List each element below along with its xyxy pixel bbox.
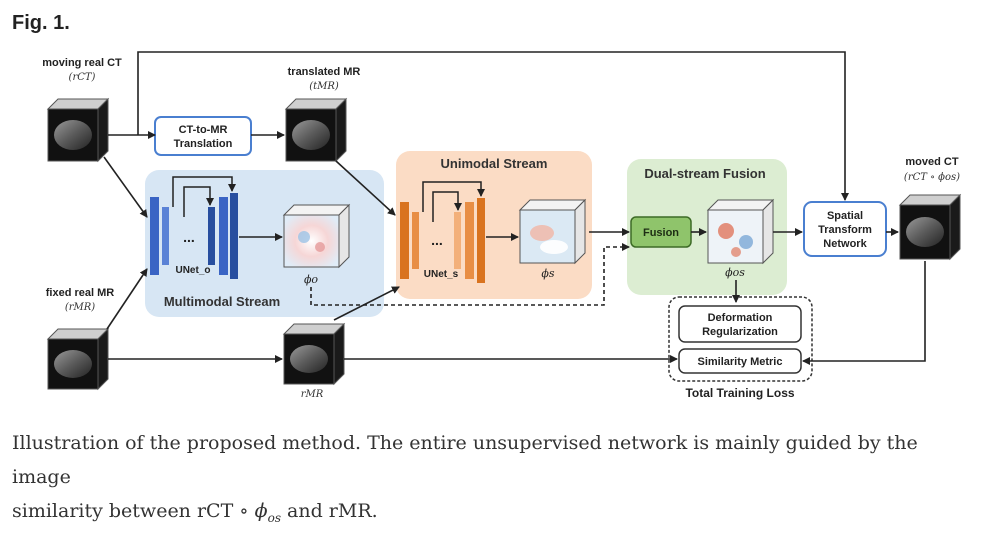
unet-o-label: UNet_o <box>175 265 210 276</box>
similarity-metric-label: Similarity Metric <box>698 356 783 368</box>
deformation-reg-label-1: Deformation <box>708 312 773 324</box>
fusion-region-title: Dual-stream Fusion <box>644 166 765 181</box>
caption-sub: os <box>267 510 281 525</box>
caption-line-2: similarity between rCT ∘ ϕos and rMR. <box>12 494 972 535</box>
fusion-label: Fusion <box>643 227 679 239</box>
translation-label-2: Translation <box>174 138 233 150</box>
figure-label: Fig. 1. <box>12 12 70 34</box>
phi-os-label: ϕos <box>725 266 745 279</box>
moving-ct-symbol: (rCT) <box>69 72 96 83</box>
phi-s-label: ϕs <box>541 267 554 280</box>
moving-ct-image <box>46 97 110 163</box>
phi-s-field <box>518 198 587 265</box>
moved-ct-title: moved CT <box>905 156 958 168</box>
moved-ct-image <box>898 193 962 261</box>
moving-ct-title: moving real CT <box>42 57 122 69</box>
caption-phi: ϕ <box>254 500 268 522</box>
deformation-reg-box <box>678 305 802 343</box>
unet-s-network <box>400 181 485 283</box>
fixed-mr-title: fixed real MR <box>46 287 115 299</box>
moved-ct-symbol: (rCT ∘ ϕos) <box>904 172 960 183</box>
translated-mr-symbol: (tMR) <box>309 81 339 92</box>
phi-os-field <box>706 198 775 265</box>
unet-s-label: UNet_s <box>424 269 459 280</box>
translated-mr-image <box>284 97 348 163</box>
unimodal-stream-title: Unimodal Stream <box>441 156 548 171</box>
phi-o-label: ϕo <box>304 273 318 286</box>
phi-o-field <box>282 203 351 269</box>
fixed-mr-symbol: (rMR) <box>65 302 95 313</box>
total-loss-region <box>668 296 813 382</box>
fixed-mr-bottom-symbol: rMR <box>301 389 324 400</box>
fixed-mr-image <box>46 327 110 391</box>
figure-caption: Illustration of the proposed method. The… <box>12 426 972 535</box>
multimodal-stream-title: Multimodal Stream <box>164 294 280 309</box>
translated-mr-title: translated MR <box>288 66 361 78</box>
similarity-metric-box <box>678 348 802 374</box>
deformation-reg-label-2: Regularization <box>702 326 778 338</box>
stn-box <box>803 201 887 257</box>
unet-o-ellipsis: ... <box>183 229 195 245</box>
method-diagram: Multimodal Stream Unimodal Stream Dual-s… <box>14 47 964 402</box>
connectors <box>103 51 926 365</box>
translation-label-1: CT-to-MR <box>179 124 228 136</box>
caption-line-1: Illustration of the proposed method. The… <box>12 432 918 488</box>
total-loss-label: Total Training Loss <box>685 386 794 400</box>
unet-o-network <box>150 176 238 279</box>
caption-post: and rMR. <box>281 500 378 522</box>
stn-label-1: Spatial <box>827 210 863 222</box>
fixed-mr-copy-image <box>282 322 346 386</box>
stn-label-2: Transform <box>818 224 872 236</box>
caption-pre: similarity between rCT ∘ <box>12 500 255 522</box>
stn-label-3: Network <box>823 238 867 250</box>
unet-s-ellipsis: ... <box>431 232 443 248</box>
